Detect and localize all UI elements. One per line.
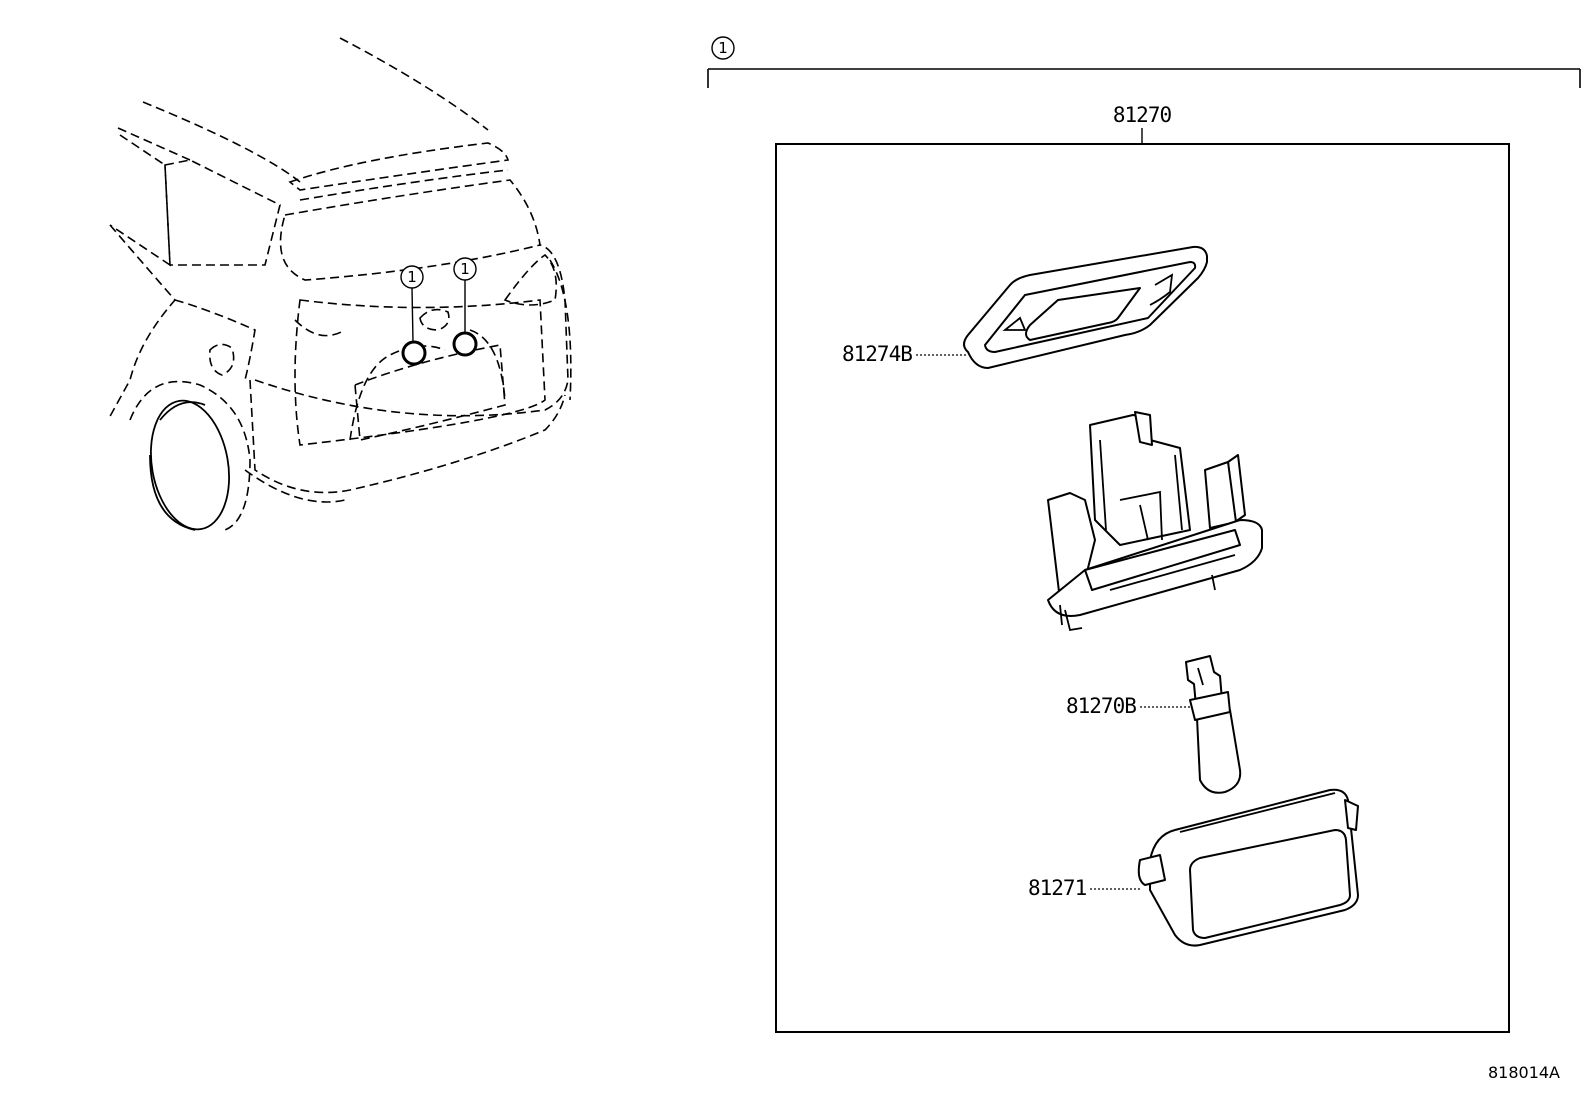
assembly-box [775, 143, 1510, 1033]
license-lamp-location-marker [401, 340, 427, 366]
part-lamp-housing [1047, 411, 1263, 632]
vehicle-callout-left: 1 [400, 265, 427, 366]
assembly-number-label: 81270 [1113, 103, 1172, 127]
part-gasket [963, 245, 1208, 369]
license-lamp-location-marker [452, 331, 478, 357]
figure-code: 818014A [1488, 1063, 1560, 1082]
svg-text:1: 1 [718, 39, 728, 57]
part-bulb [1185, 655, 1242, 794]
vehicle-rear-view [107, 37, 572, 531]
assembly-bracket: 1 [707, 36, 1581, 88]
part-number-81270B: 81270B [1066, 694, 1136, 718]
part-number-81274B: 81274B [842, 342, 912, 366]
part-lens [1137, 788, 1359, 947]
part-number-81271: 81271 [1028, 876, 1087, 900]
svg-text:1: 1 [407, 268, 417, 286]
svg-text:1: 1 [460, 260, 470, 278]
vehicle-callout-right: 1 [452, 257, 478, 357]
